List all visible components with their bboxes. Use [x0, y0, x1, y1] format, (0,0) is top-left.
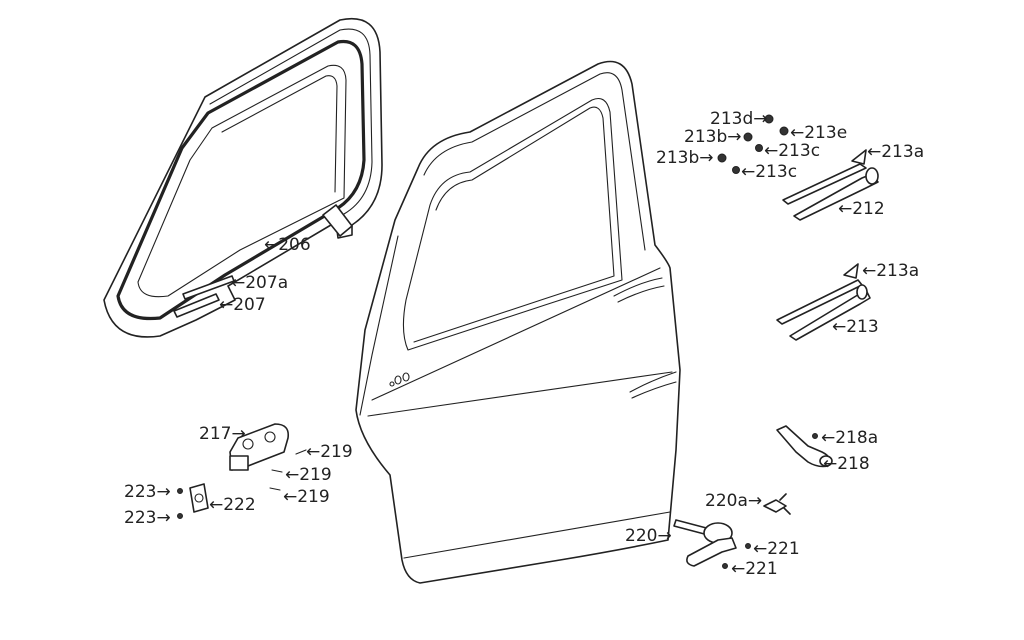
- door-hinge-edge: [359, 235, 399, 416]
- vent-pivot-upper-212: [782, 149, 879, 221]
- callout-218a: ←218a: [821, 428, 878, 448]
- window-hardware-small-parts: [717, 114, 789, 174]
- latch-217-hole-1: [242, 438, 254, 450]
- callout-219-2: ←219: [285, 465, 332, 485]
- callout-labels: ←206 ←207a ←207 213d→ 213b→ ←213e 213b→ …: [124, 109, 924, 579]
- handle-lever-220: [686, 537, 737, 567]
- pivot-cover-213a-lower: [843, 263, 859, 279]
- door-lower-crease: [403, 511, 671, 559]
- pivot-arm-213: [789, 289, 871, 341]
- washer-213c-1: [755, 144, 763, 152]
- screw-219-3: [269, 487, 281, 491]
- washer-213c-2: [732, 166, 740, 174]
- nut-213b-2: [717, 153, 727, 163]
- lock-key-220a: [763, 493, 791, 515]
- pivot-knob-212: [865, 167, 879, 185]
- vent-pivot-lower-213: [776, 263, 871, 341]
- door-outer-panel: [355, 60, 681, 584]
- vent-window-assembly: [103, 18, 383, 338]
- callout-213e: ←213e: [790, 123, 847, 143]
- callout-207: ←207: [219, 295, 266, 315]
- door-belt-line: [371, 267, 661, 401]
- callout-213a-2: ←213a: [862, 261, 919, 281]
- vent-window-channel-strip: [322, 204, 353, 237]
- nut-213b-1: [743, 132, 753, 142]
- pivot-cover-213a-upper: [851, 149, 867, 165]
- vent-window-glass-edge: [221, 75, 338, 193]
- screw-219-1: [295, 449, 307, 455]
- callout-220: 220→: [625, 526, 672, 546]
- callout-218: ←218: [823, 454, 870, 474]
- vent-window-frame-inner-edge: [209, 28, 373, 215]
- door-mirror-hole-3: [389, 381, 395, 387]
- screw-223-2: [177, 513, 183, 519]
- washer-213e: [779, 126, 789, 136]
- callout-207a: ←207a: [231, 273, 288, 293]
- vent-window-frame: [103, 18, 383, 338]
- inside-handle-218-hub: [819, 455, 833, 467]
- screw-218a: [812, 433, 818, 439]
- callout-212: ←212: [838, 199, 885, 219]
- door-window-opening: [402, 97, 623, 351]
- door-lock-recess: [629, 371, 677, 399]
- callout-221-1: ←221: [753, 539, 800, 559]
- striker-222-hole: [194, 493, 204, 503]
- callout-217: 217→: [199, 424, 246, 444]
- screw-219-2: [271, 469, 283, 473]
- callout-223-2: 223→: [124, 508, 171, 528]
- latch-217-tab: [229, 455, 249, 471]
- nut-213d: [764, 114, 774, 124]
- inside-handle-assembly: [776, 425, 833, 468]
- door-window-opening-inner: [413, 106, 615, 343]
- division-bar-seal-207: [173, 293, 220, 318]
- callout-206: ←206: [264, 235, 311, 255]
- callout-213d: 213d→: [710, 109, 767, 129]
- door-frame-inner-line: [423, 72, 646, 251]
- latch-217-hole-2: [264, 431, 276, 443]
- vent-window-glass: [137, 64, 347, 298]
- callout-213b-2: 213b→: [656, 148, 713, 168]
- pivot-knob-213: [856, 284, 868, 300]
- pivot-blade-upper: [782, 163, 867, 205]
- callout-219-3: ←219: [283, 487, 330, 507]
- latch-assembly: [177, 423, 307, 519]
- callout-220a: 220a→: [705, 491, 762, 511]
- door-handle-recess: [613, 277, 665, 303]
- callout-219-1: ←219: [306, 442, 353, 462]
- callout-223-1: 223→: [124, 482, 171, 502]
- division-bar-seal-207a: [182, 275, 235, 300]
- door-shell-assembly: [355, 60, 681, 584]
- callout-213b-1: 213b→: [684, 127, 741, 147]
- pivot-arm-212: [793, 173, 879, 221]
- striker-222: [189, 483, 209, 513]
- door-mirror-hole-1: [394, 375, 402, 385]
- door-handle-lock-assembly: [673, 493, 791, 569]
- door-body-crease: [367, 371, 673, 417]
- screw-221-2: [722, 563, 728, 569]
- callout-222: ←222: [209, 495, 256, 515]
- screw-221-1: [745, 543, 751, 549]
- callout-213a-1: ←213a: [867, 142, 924, 162]
- door-mirror-hole-2: [402, 372, 410, 382]
- callout-213: ←213: [832, 317, 879, 337]
- vent-window-seal: [116, 39, 366, 321]
- callout-221-2: ←221: [731, 559, 778, 579]
- callout-213c-1: ←213c: [764, 141, 820, 161]
- callout-213c-2: ←213c: [741, 162, 797, 182]
- screw-223-1: [177, 488, 183, 494]
